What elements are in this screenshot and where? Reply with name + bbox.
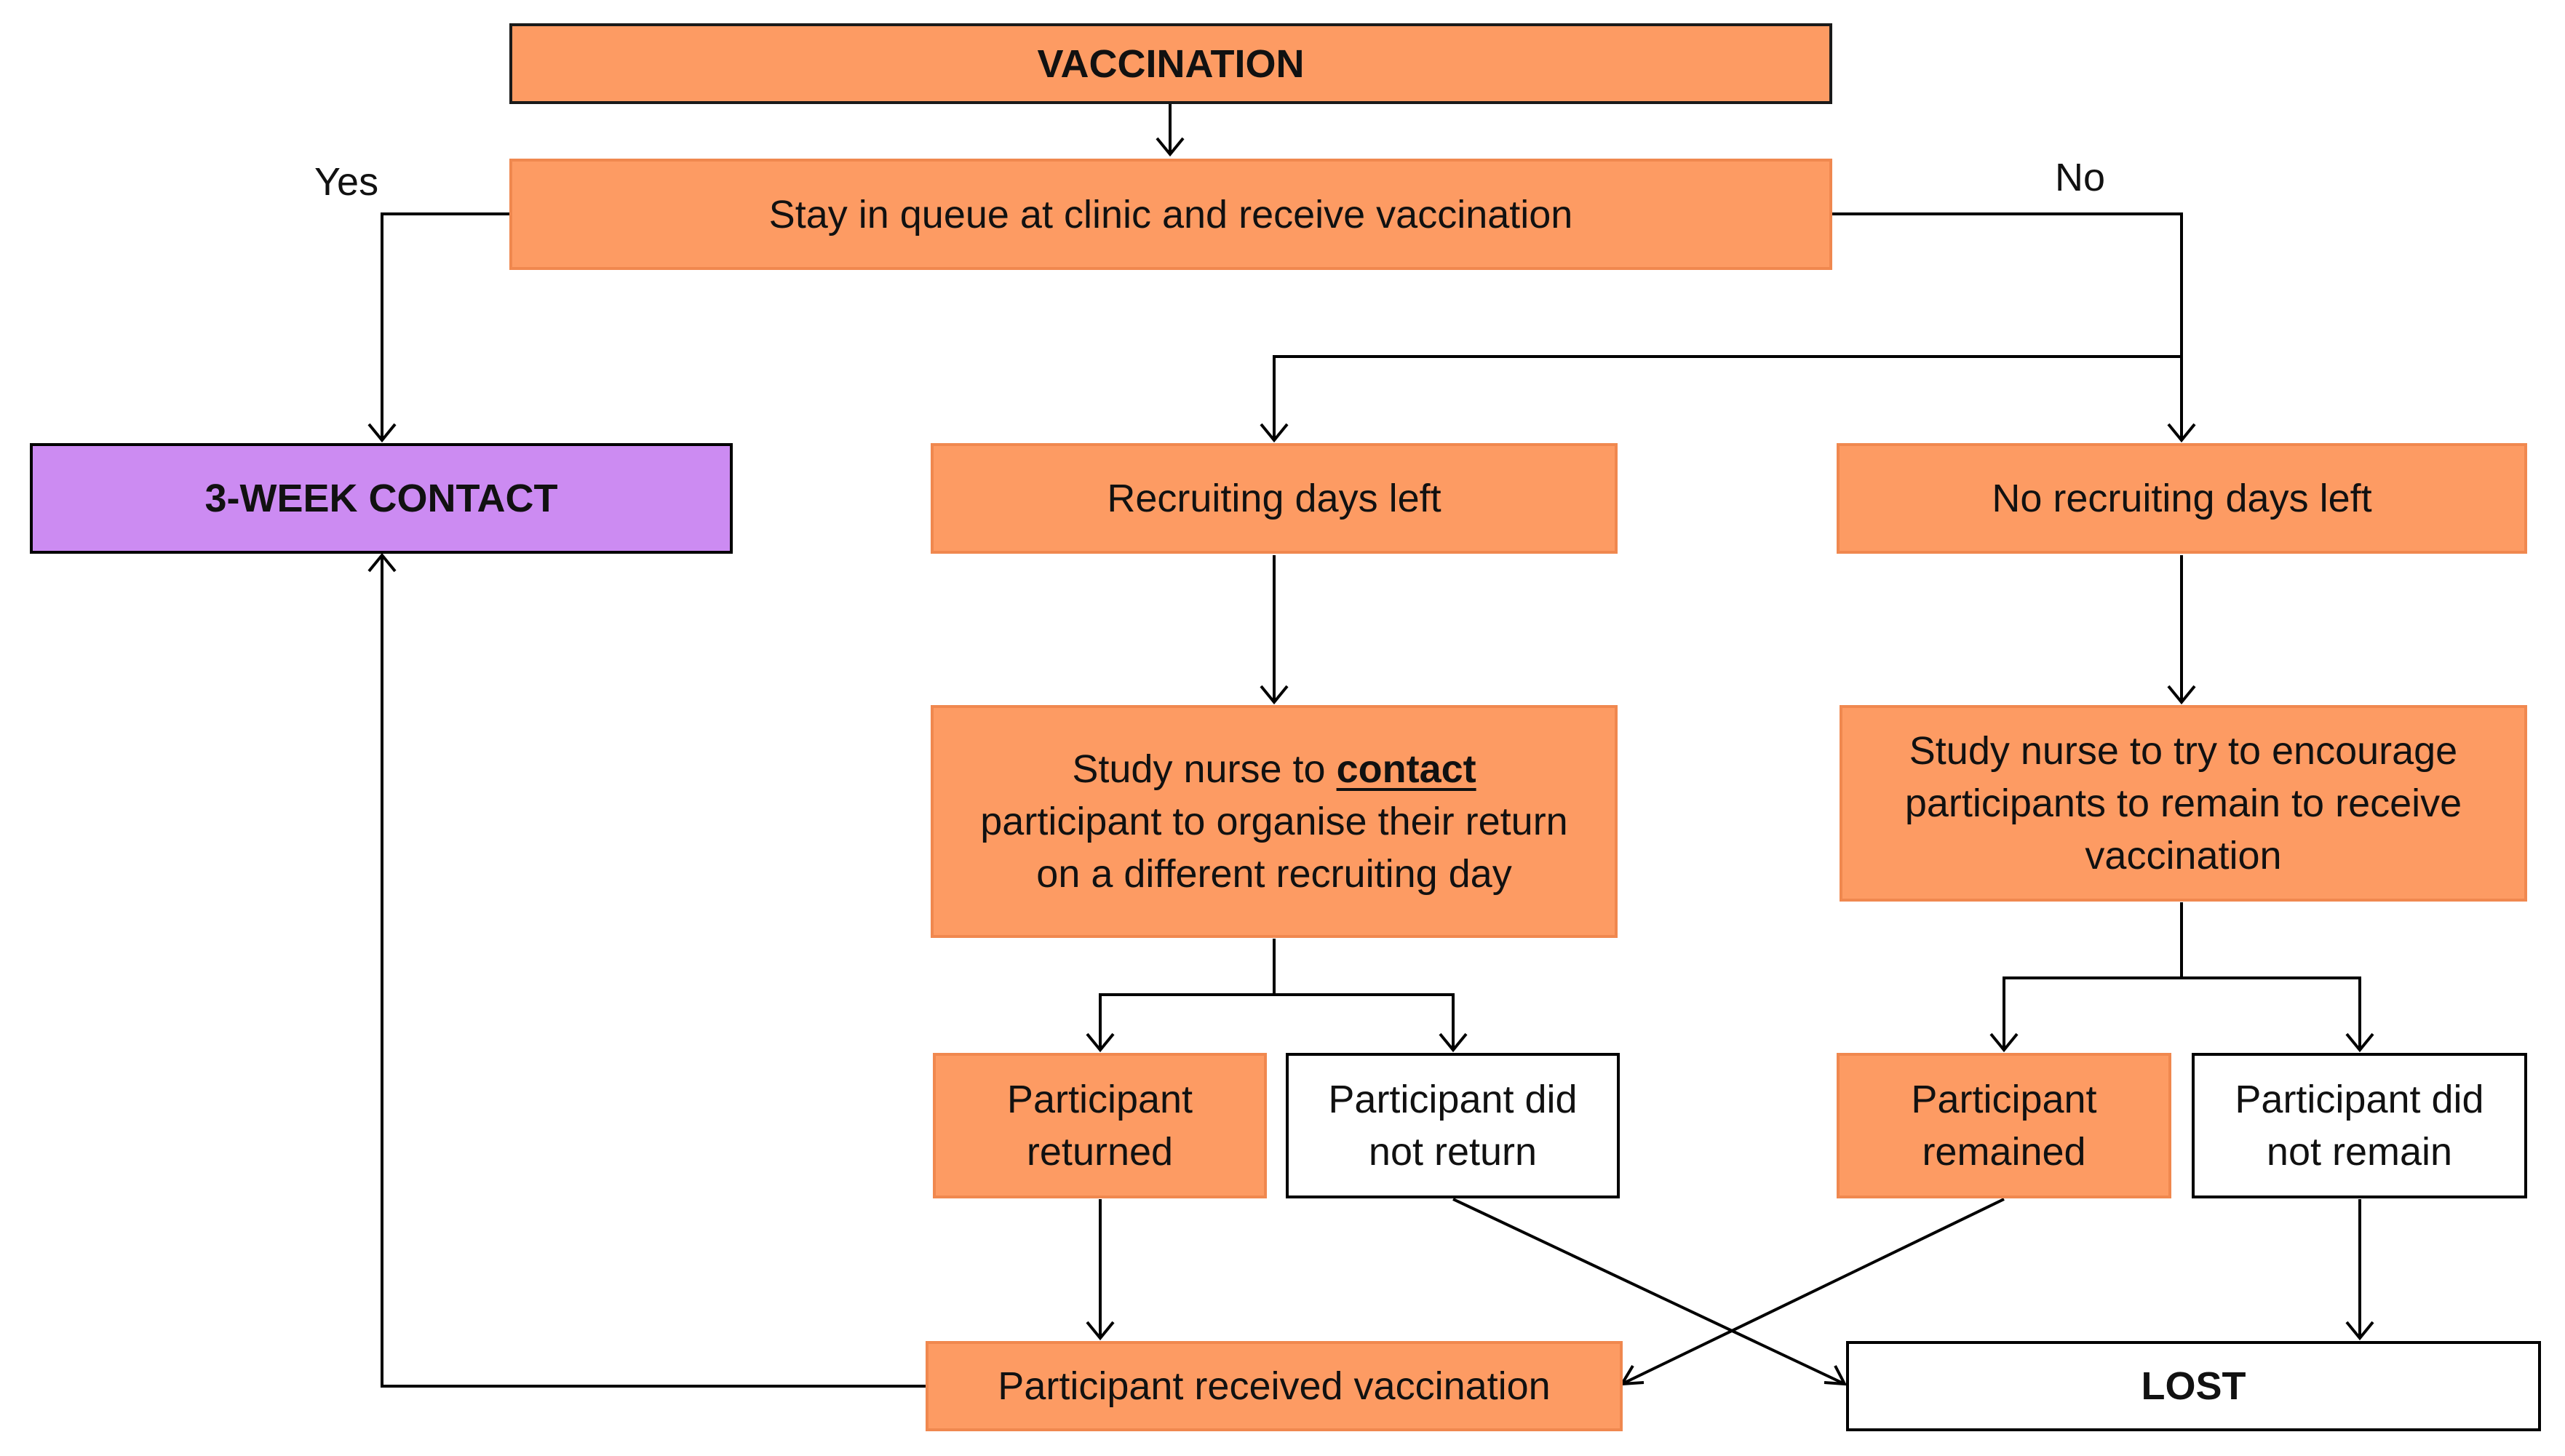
arrowhead xyxy=(367,552,397,573)
node-lost: LOST xyxy=(1846,1341,2541,1431)
connector-received-to-3week xyxy=(381,555,926,1388)
arrowhead xyxy=(2167,423,2196,443)
branch-label-no: No xyxy=(2055,156,2106,199)
node-nurse-contact: Study nurse to contact participant to or… xyxy=(931,705,1618,938)
connector-yes-to-3week xyxy=(381,212,509,440)
node-3-week-contact: 3-WEEK CONTACT xyxy=(30,443,733,554)
connector-remained-to-received xyxy=(1621,1198,2005,1385)
node-no-recruiting-days-left: No recruiting days left xyxy=(1837,443,2527,554)
arrowhead xyxy=(1086,1033,1115,1053)
arrowhead xyxy=(2345,1033,2374,1053)
arrowhead xyxy=(367,423,397,443)
connector-notreturn-to-lost xyxy=(1452,1198,1845,1385)
connector-nurse-encourage-split xyxy=(2003,902,2361,1050)
connector-nurse-contact-split xyxy=(1099,939,1455,1050)
node-participant-remained: Participant remained xyxy=(1837,1053,2171,1198)
arrowhead xyxy=(1086,1321,1115,1341)
node-participant-returned: Participant returned xyxy=(933,1053,1267,1198)
node-stay-in-queue: Stay in queue at clinic and receive vacc… xyxy=(509,159,1832,270)
nurse-contact-text: Study nurse to contact participant to or… xyxy=(980,747,1568,896)
arrowhead xyxy=(2167,685,2196,705)
arrowhead xyxy=(1156,137,1185,157)
arrowhead xyxy=(1824,1365,1848,1386)
connector-no-branch xyxy=(1832,212,2183,440)
arrowhead xyxy=(1989,1033,2019,1053)
node-participant-did-not-remain: Participant did not remain xyxy=(2192,1053,2527,1198)
node-vaccination: VACCINATION xyxy=(509,23,1832,104)
node-recruiting-days-left: Recruiting days left xyxy=(931,443,1618,554)
node-nurse-encourage: Study nurse to try to encourage particip… xyxy=(1840,705,2527,902)
node-participant-received-vaccination: Participant received vaccination xyxy=(926,1341,1623,1431)
node-participant-did-not-return: Participant did not return xyxy=(1286,1053,1620,1198)
arrowhead xyxy=(1260,423,1289,443)
branch-label-yes: Yes xyxy=(314,160,379,204)
connector-no-to-recruiting xyxy=(1273,355,2182,440)
arrowhead xyxy=(1260,685,1289,705)
arrowhead xyxy=(1439,1033,1468,1053)
contact-emphasis: contact xyxy=(1336,747,1476,791)
arrowhead xyxy=(2345,1321,2374,1341)
